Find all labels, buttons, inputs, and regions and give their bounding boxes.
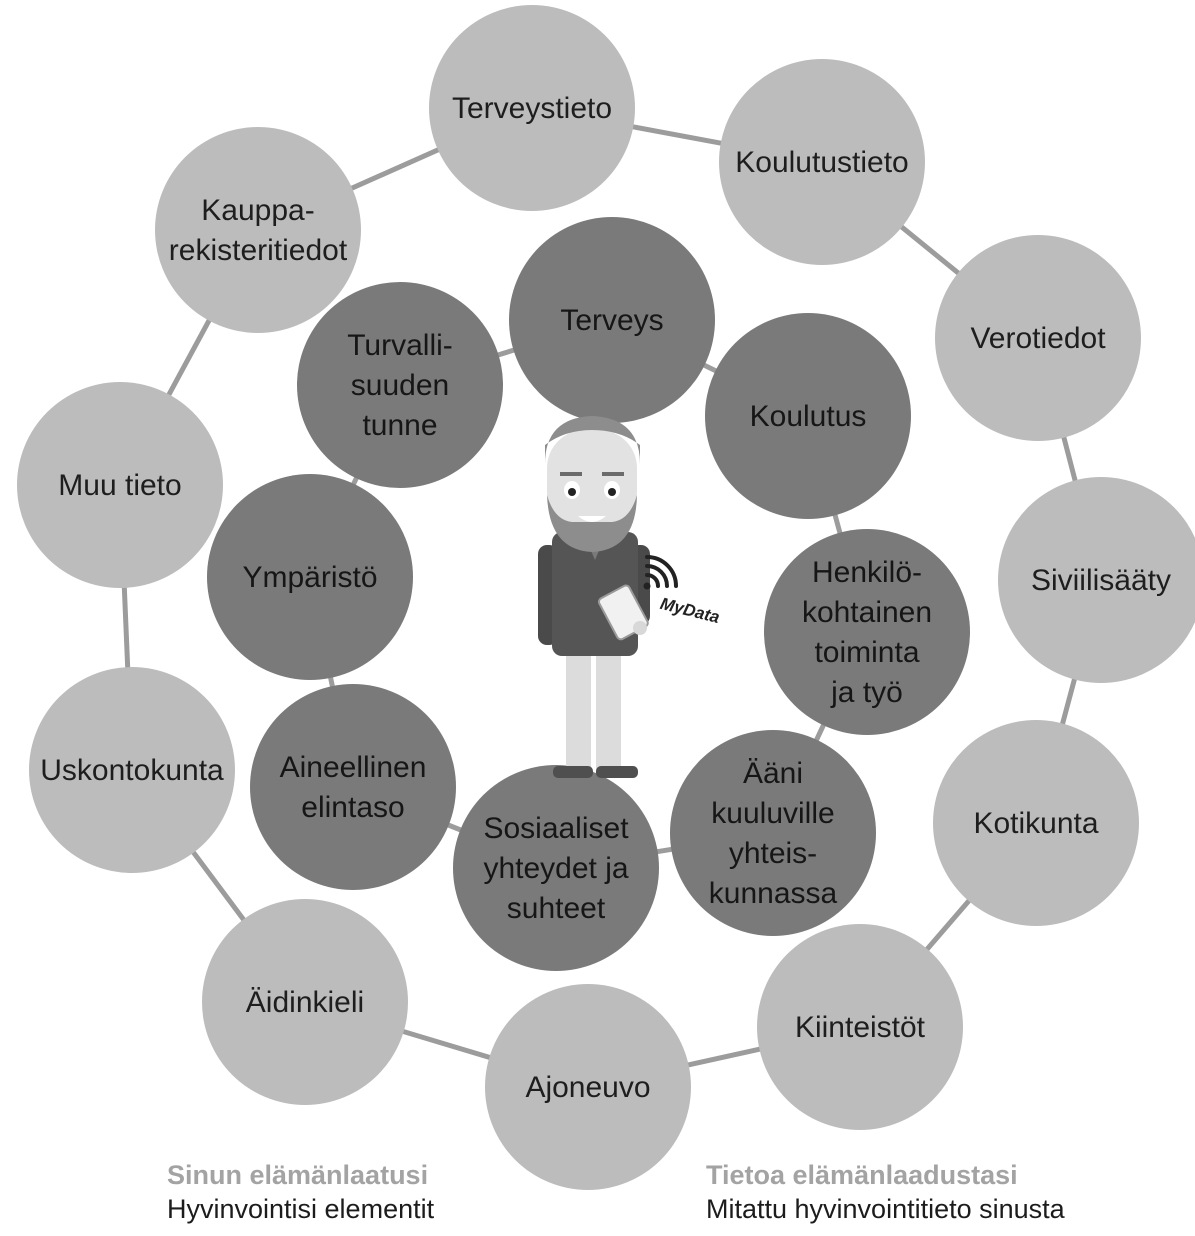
outer-node-kotikunta: Kotikunta [933, 720, 1139, 926]
inner-label: Ympäristö [242, 561, 377, 594]
inner-node-aineellinen-elintaso: Aineellinen elintaso [250, 684, 456, 890]
outer-circle [17, 382, 223, 588]
outer-node-terveystieto: Terveystieto [429, 5, 635, 211]
inner-node-terveys: Terveys [509, 217, 715, 423]
outer-circle [429, 5, 635, 211]
outer-circle [998, 477, 1195, 683]
inner-label: suhteet [507, 892, 606, 925]
outer-node-muu-tieto: Muu tieto [17, 382, 223, 588]
outer-circle [155, 127, 361, 333]
inner-label: Ääni [743, 757, 803, 790]
outer-label: Siviilisääty [1031, 564, 1171, 597]
outer-label: Äidinkieli [246, 986, 364, 1019]
wifi-icon [643, 555, 678, 590]
outer-node-kaupparekisteritiedot: Kauppa-rekisteritiedot [155, 127, 361, 333]
outer-label: Kiinteistöt [795, 1011, 926, 1044]
outer-node-ajoneuvo: Ajoneuvo [485, 984, 691, 1190]
inner-label: toiminta [814, 636, 919, 669]
outer-label: rekisteritiedot [169, 234, 348, 267]
outer-node-uskontokunta: Uskontokunta [29, 667, 235, 873]
legend-heading: Tietoa elämänlaadustasi [706, 1160, 1018, 1190]
outer-label: Muu tieto [58, 469, 181, 502]
inner-node-sosiaaliset-yhteydet: Sosiaaliset yhteydet ja suhteet [453, 765, 659, 971]
legend-subtitle: Hyvinvointisi elementit [167, 1194, 435, 1224]
outer-node-koulutustieto: Koulutustieto [719, 59, 925, 265]
inner-label: suuden [351, 369, 449, 402]
outer-circle [202, 899, 408, 1105]
legend-quality-of-life: Sinun elämänlaatusi Hyvinvointisi elemen… [167, 1158, 434, 1226]
inner-node-koulutus: Koulutus [705, 313, 911, 519]
inner-label: ja työ [830, 676, 903, 709]
outer-label: Kauppa- [201, 194, 314, 227]
inner-label: Sosiaaliset [483, 812, 629, 845]
inner-label: kuuluville [711, 797, 834, 830]
inner-circle [453, 765, 659, 971]
legend-subtitle: Mitattu hyvinvointitieto sinusta [706, 1194, 1065, 1224]
outer-ring: TerveystietoKoulutustietoVerotiedotSivii… [17, 5, 1195, 1190]
inner-node-turvallisuuden-tunne: Turvalli-suuden tunne [297, 282, 503, 488]
outer-circle [29, 667, 235, 873]
inner-label: Koulutus [750, 400, 867, 433]
outer-label: Terveystieto [452, 92, 612, 125]
outer-node-verotiedot: Verotiedot [935, 235, 1141, 441]
inner-label: yhteydet ja [483, 852, 628, 885]
inner-circle [705, 313, 911, 519]
inner-label: tunne [362, 409, 437, 442]
inner-node-henkilokohtainen-toiminta: Henkilö-kohtainen toiminta ja työ [764, 529, 970, 735]
outer-circle [933, 720, 1139, 926]
inner-label: Terveys [560, 304, 663, 337]
inner-circle [509, 217, 715, 423]
inner-circle [670, 730, 876, 936]
outer-node-siviilisaaty: Siviilisääty [998, 477, 1195, 683]
person-figure: MyData [538, 416, 722, 778]
outer-node-aidinkieli: Äidinkieli [202, 899, 408, 1105]
inner-label: yhteis- [729, 837, 817, 870]
inner-circle [764, 529, 970, 735]
inner-circle [297, 282, 503, 488]
inner-label: Aineellinen [280, 751, 427, 784]
legend-quality-of-life-data: Tietoa elämänlaadustasi Mitattu hyvinvoi… [706, 1158, 1065, 1226]
inner-circle [250, 684, 456, 890]
inner-circle [207, 474, 413, 680]
outer-label: Kotikunta [973, 807, 1098, 840]
outer-label: Verotiedot [970, 322, 1106, 355]
outer-circle [485, 984, 691, 1190]
inner-node-aani-kuuluville: Ääni kuuluville yhteis-kunnassa [670, 730, 876, 936]
inner-label: Turvalli- [347, 329, 453, 362]
inner-node-ymparisto: Ympäristö [207, 474, 413, 680]
outer-label: Koulutustieto [735, 146, 908, 179]
inner-label: kohtainen [802, 596, 932, 629]
inner-label: Henkilö- [812, 556, 922, 589]
inner-label: elintaso [301, 791, 404, 824]
mydata-label: MyData [658, 594, 721, 627]
outer-node-kiinteistot: Kiinteistöt [757, 924, 963, 1130]
legend-heading: Sinun elämänlaatusi [167, 1160, 429, 1190]
outer-circle [757, 924, 963, 1130]
outer-label: Ajoneuvo [525, 1071, 650, 1104]
outer-circle [935, 235, 1141, 441]
outer-label: Uskontokunta [40, 754, 224, 787]
inner-label: kunnassa [709, 877, 838, 910]
outer-circle [719, 59, 925, 265]
